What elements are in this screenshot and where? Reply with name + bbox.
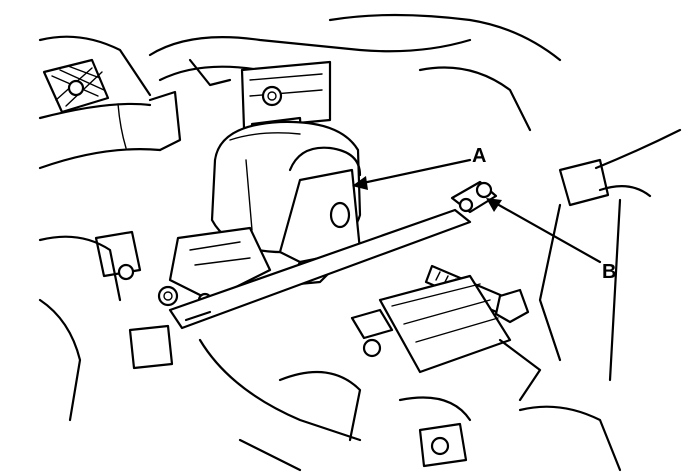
callout-label-a: A — [472, 145, 487, 167]
right-pipe-clamp — [538, 128, 682, 382]
bottom-parts — [238, 370, 622, 472]
top-left-bracket — [38, 35, 152, 114]
callout-arrow-b — [486, 198, 602, 264]
lower-left-parts — [38, 230, 362, 442]
mid-right-bracket — [350, 274, 542, 402]
callout-arrow-a — [352, 158, 472, 190]
brace-rod — [168, 180, 498, 330]
callout-label-b: B — [602, 261, 617, 283]
left-hose — [38, 90, 182, 170]
upper-pipes — [148, 13, 562, 132]
mount-link — [278, 168, 362, 287]
